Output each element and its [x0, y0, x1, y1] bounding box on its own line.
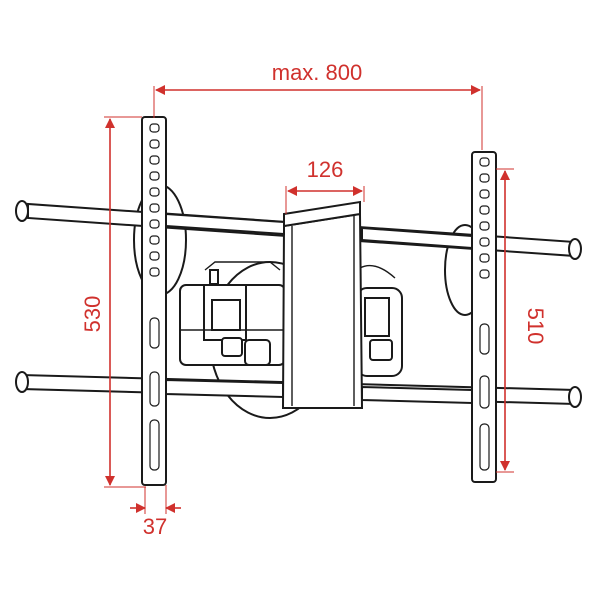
dimension-center-width: 126	[285, 157, 365, 214]
rail-width-label: 37	[143, 514, 167, 539]
center-hub	[281, 200, 364, 409]
dimension-rail-width: 37	[130, 485, 181, 539]
rail-slot	[149, 317, 160, 349]
right-height-label: 510	[523, 308, 548, 345]
rail-slot	[479, 323, 490, 355]
rail-slot	[149, 123, 160, 133]
rail-slot	[479, 157, 490, 167]
rail-slot	[149, 371, 160, 407]
left-vertical-rail	[141, 116, 167, 486]
rail-slot	[149, 139, 160, 149]
rail-slot	[149, 187, 160, 197]
rail-slot	[149, 219, 160, 229]
rail-slot	[479, 423, 490, 471]
lower-arm-front	[165, 378, 284, 399]
right-vertical-rail	[471, 151, 497, 483]
rail-slot	[479, 253, 490, 263]
rail-slot	[149, 203, 160, 213]
center-width-label: 126	[307, 157, 344, 182]
rail-slot	[479, 375, 490, 409]
dimension-max-width: max. 800	[153, 60, 483, 150]
rail-slot	[149, 251, 160, 261]
rail-slot	[479, 205, 490, 215]
right-bracket-body	[356, 264, 403, 377]
rail-slot	[149, 155, 160, 165]
left-height-label: 530	[80, 296, 105, 333]
rail-slot	[479, 269, 490, 279]
rail-slot	[149, 171, 160, 181]
rail-slot	[479, 221, 490, 231]
left-bracket-body	[179, 261, 286, 366]
lower-arm-front-right	[361, 385, 473, 405]
mount-drawing	[15, 116, 582, 486]
rail-slot	[479, 173, 490, 183]
upper-arm-front-right	[361, 226, 473, 250]
dimension-left-height: 530	[80, 116, 146, 488]
upper-arm-front	[165, 212, 285, 236]
rail-slot	[149, 267, 160, 277]
dimension-annotations: max. 800 126 530 510	[80, 60, 548, 539]
rail-slot	[479, 189, 490, 199]
max-width-label: max. 800	[272, 60, 363, 85]
dimension-right-height: 510	[496, 168, 548, 473]
rail-slot	[479, 237, 490, 247]
rail-slot	[149, 419, 160, 471]
rail-slot	[149, 235, 160, 245]
